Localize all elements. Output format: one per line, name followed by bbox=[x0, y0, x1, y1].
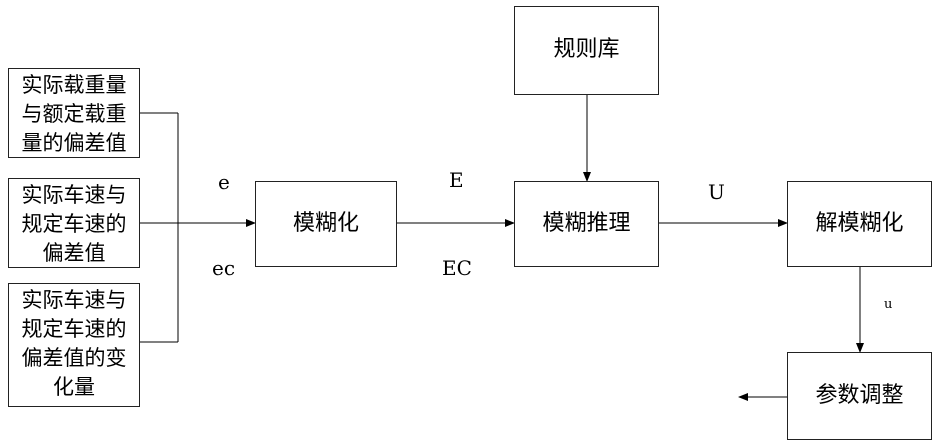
input-load-deviation: 实际载重量 与额定载重 量的偏差值 bbox=[8, 68, 140, 158]
label-ec: ec bbox=[212, 256, 235, 280]
fuzzify-label: 模糊化 bbox=[293, 211, 359, 237]
rule-base-block: 规则库 bbox=[514, 6, 659, 95]
fuzzify-block: 模糊化 bbox=[255, 181, 397, 267]
input-speed-line-3: 偏差值 bbox=[9, 239, 139, 268]
input-change-line-2: 规定车速的 bbox=[9, 315, 139, 344]
label-u: u bbox=[884, 297, 892, 312]
label-U: U bbox=[708, 180, 725, 204]
input-speed-deviation: 实际车速与 规定车速的 偏差值 bbox=[8, 178, 140, 268]
input-speed-deviation-change: 实际车速与 规定车速的 偏差值的变 化量 bbox=[8, 283, 140, 407]
input-load-line-3: 量的偏差值 bbox=[9, 129, 139, 158]
input-bus bbox=[140, 113, 178, 342]
input-speed-line-2: 规定车速的 bbox=[9, 210, 139, 239]
defuzzify-block: 解模糊化 bbox=[787, 181, 932, 267]
param-adjust-block: 参数调整 bbox=[787, 352, 932, 440]
input-load-line-2: 与额定载重 bbox=[9, 100, 139, 129]
input-speed-line-1: 实际车速与 bbox=[9, 181, 139, 210]
rule-base-label: 规则库 bbox=[553, 37, 619, 63]
input-change-line-1: 实际车速与 bbox=[9, 286, 139, 315]
label-EC: EC bbox=[442, 256, 472, 280]
label-E: E bbox=[449, 168, 464, 192]
label-e: e bbox=[218, 170, 230, 194]
input-change-line-4: 化量 bbox=[9, 373, 139, 402]
param-adjust-label: 参数调整 bbox=[815, 383, 903, 409]
input-change-line-3: 偏差值的变 bbox=[9, 344, 139, 373]
defuzzify-label: 解模糊化 bbox=[815, 211, 903, 237]
inference-label: 模糊推理 bbox=[542, 211, 630, 237]
inference-block: 模糊推理 bbox=[514, 181, 659, 267]
input-load-line-1: 实际载重量 bbox=[9, 71, 139, 100]
